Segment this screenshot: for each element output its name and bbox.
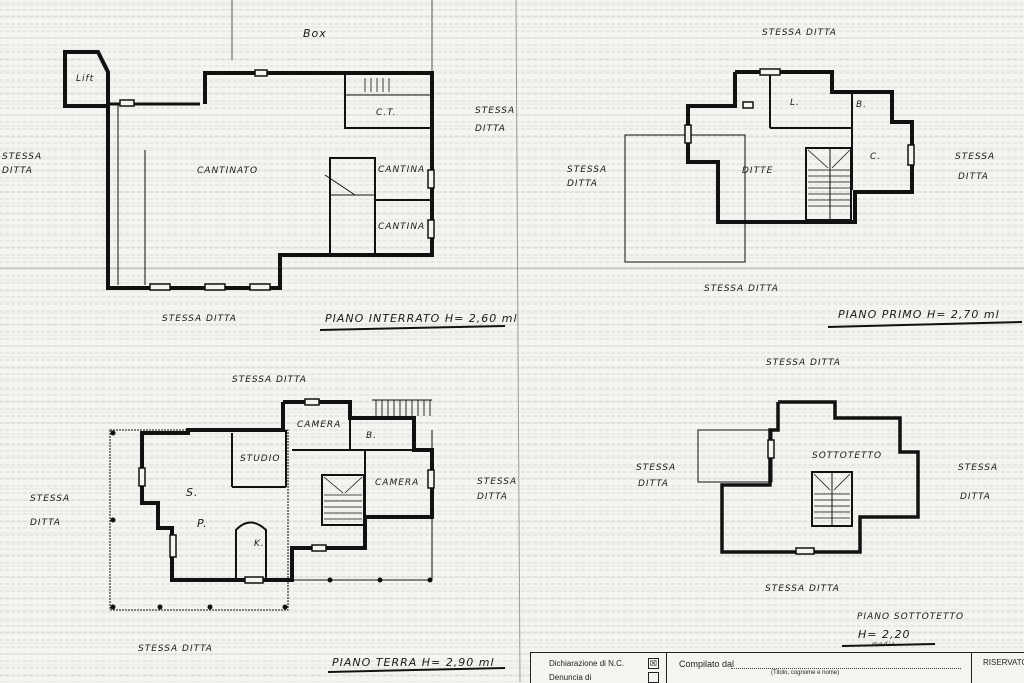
room-label-cantina: CANTINA [378,165,426,175]
neighbor-label: STESSA [30,494,71,504]
reserved-label: RISERVATO [983,658,1024,667]
plan-title-attic-height: H= 2,20 [858,628,911,641]
neighbor-label: STESSA [636,463,677,473]
declaration-checkbox-2[interactable] [648,672,659,683]
room-label-first-c: C. [870,152,882,162]
neighbor-label: STESSA [955,152,996,162]
room-label-ground-k: K. [254,539,265,549]
declaration-label: Dichiarazione di N.C. [549,659,625,668]
room-label-first-b: B. [856,100,868,110]
declaration-checkbox[interactable]: ☒ [648,658,659,669]
room-label-ct: C.T. [376,108,397,118]
room-label-ground-p: P. [197,517,208,530]
title-block: Dichiarazione di N.C. ☒ Denuncia di Comp… [530,652,1024,683]
neighbor-label: DITTA [475,124,506,134]
room-label-cantinato: CANTINATO [197,166,259,176]
neighbor-label: STESSA DITTA [704,284,779,294]
plan-title-basement: PIANO INTERRATO H= 2,60 ml [325,312,518,325]
plan-title-first: PIANO PRIMO H= 2,70 ml [838,308,1000,321]
neighbor-label: DITTA [477,492,508,502]
neighbor-label: STESSA [475,106,516,116]
neighbor-label: STESSA DITTA [765,584,840,594]
neighbor-label: DITTA [958,172,989,182]
neighbor-label: DITTA [30,518,61,528]
room-label-camera: CAMERA [375,478,420,488]
neighbor-label: STESSA DITTA [766,358,841,368]
box-label: Box [303,27,327,40]
attic-plan [697,400,920,555]
neighbor-label: STESSA DITTA [162,314,237,324]
neighbor-label: STESSA [567,165,608,175]
neighbor-label: STESSA [2,152,43,162]
title-block-divider [971,653,972,683]
declaration-label-2: Denuncia di [549,673,592,682]
neighbor-label: STESSA DITTA [232,375,307,385]
room-label-ground-b: B. [366,431,378,441]
fold-line [515,0,521,682]
first-floor-plan [624,68,915,263]
neighbor-label: DITTA [2,166,33,176]
neighbor-label: STESSA [477,477,518,487]
title-underline-first [827,321,1023,328]
room-label-ground-s: S. [186,486,199,499]
neighbor-label: DITTA [638,479,669,489]
title-block-divider [666,653,667,683]
room-label-studio: STUDIO [240,454,281,464]
plan-title-attic: PIANO SOTTOTETTO [857,612,965,622]
compiled-by-label: Compilato dal [679,659,735,669]
plan-title-ground: PIANO TERRA H= 2,90 ml [332,656,495,669]
neighbor-label: DITTA [567,179,598,189]
room-label-first-l: L. [790,98,800,108]
ground-floor-plan [109,398,435,611]
compiled-by-field[interactable] [731,668,961,669]
room-label-cantina: CANTINA [378,222,426,232]
title-underline-attic [841,643,936,647]
neighbor-label: STESSA [958,463,999,473]
plan-title-attic-height-note: media [872,641,896,648]
title-underline-basement [319,325,506,331]
neighbor-label: DITTA [960,492,991,502]
neighbor-label: STESSA DITTA [762,28,837,38]
room-label-lift: Lift [76,74,95,84]
neighbor-label: STESSA DITTA [138,644,213,654]
room-label-attic: SOTTOTETTO [812,451,883,461]
compiled-by-hint: (Titolo, cognome e nome) [771,670,840,676]
room-label-first-d: DITTE [742,166,774,176]
title-underline-ground [327,667,506,673]
basement-plan [63,50,435,291]
room-label-camera: CAMERA [297,420,342,430]
